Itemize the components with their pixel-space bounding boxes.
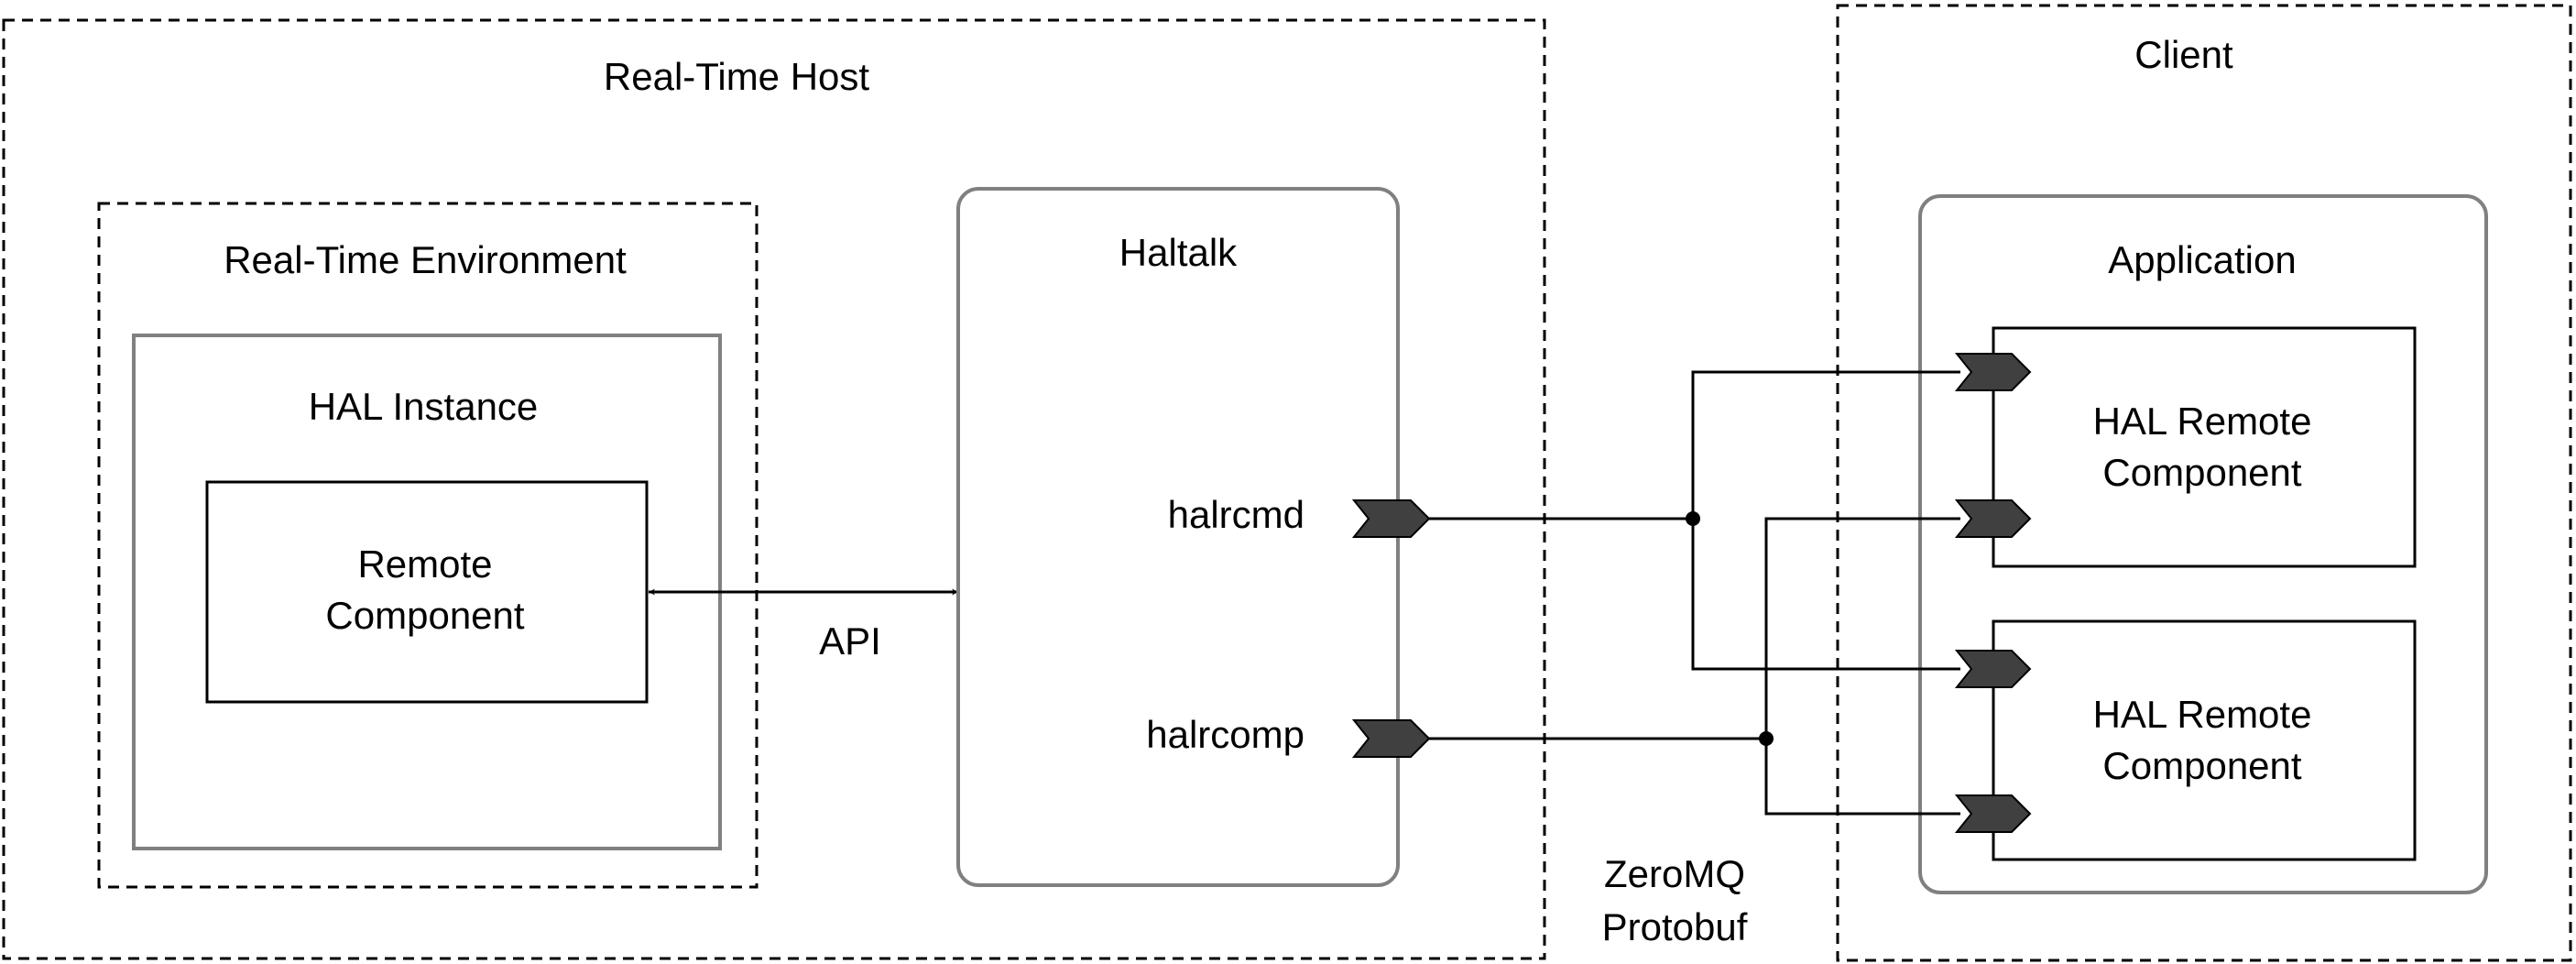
- component-1-cmd-port: [1954, 353, 2032, 391]
- hal-remote-component-1-line2: Component: [2102, 451, 2301, 494]
- realtime-environment-title: Real-Time Environment: [224, 238, 627, 281]
- transport-label-line1: ZeroMQ: [1604, 852, 1745, 895]
- remote-component-label-line1: Remote: [357, 542, 492, 586]
- hal-remote-component-1-line1: HAL Remote: [2093, 400, 2312, 443]
- hal-instance-title: HAL Instance: [309, 385, 539, 428]
- halrcomp-to-component-2-line: [1764, 739, 1960, 816]
- realtime-environment-boundary: [97, 202, 759, 889]
- component-2-comp-port: [1954, 794, 2032, 833]
- realtime-host-title: Real-Time Host: [604, 55, 869, 98]
- haltalk-box: [956, 187, 1400, 887]
- api-label: API: [819, 619, 881, 663]
- client-title: Client: [2134, 33, 2233, 76]
- client-boundary: [1836, 4, 2572, 962]
- component-1-comp-port: [1954, 499, 2032, 538]
- component-2-cmd-port: [1954, 650, 2032, 688]
- hal-remote-component-2-line1: HAL Remote: [2093, 693, 2312, 736]
- halrcomp-junction-dot: [1759, 731, 1774, 746]
- halrcomp-port-label: halrcomp: [1146, 713, 1304, 756]
- realtime-host-boundary: [2, 18, 1546, 960]
- halrcmd-port: [1351, 499, 1431, 538]
- remote-component-box: [205, 480, 649, 704]
- halrcmd-port-label: halrcmd: [1168, 493, 1304, 536]
- application-title: Application: [2108, 238, 2296, 281]
- halrcomp-port: [1351, 719, 1431, 758]
- halrcmd-to-component-1-line: [1691, 370, 1960, 519]
- halrcomp-to-component-1-line: [1764, 517, 1960, 739]
- hal-remote-component-box-2: [1992, 619, 2417, 861]
- hal-remote-component-box-1: [1992, 326, 2417, 568]
- halrcmd-junction-dot: [1686, 511, 1700, 526]
- haltalk-title: Haltalk: [1119, 231, 1238, 274]
- hal-remote-component-2-line2: Component: [2102, 744, 2301, 787]
- remote-component-label-line2: Component: [325, 594, 524, 637]
- halrcmd-to-component-2-line: [1691, 519, 1960, 671]
- transport-label-line2: Protobuf: [1602, 905, 1748, 948]
